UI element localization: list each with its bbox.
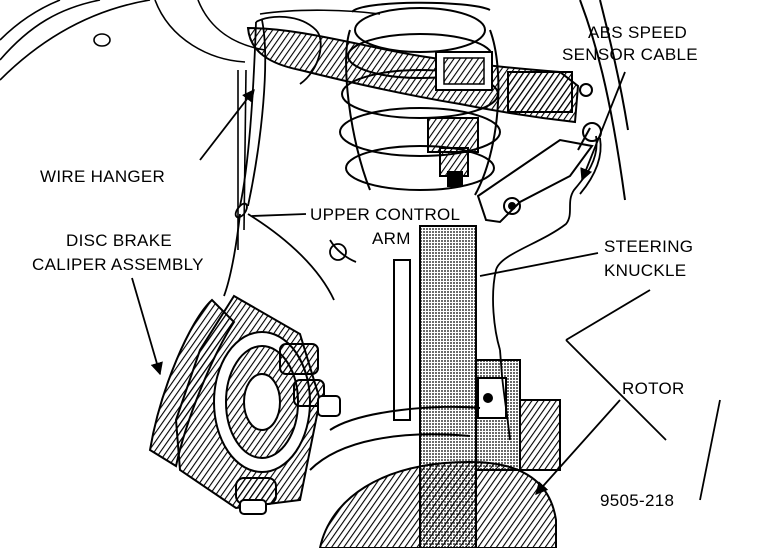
label-uca-line2: ARM	[372, 229, 411, 248]
wire-hanger-leader	[199, 89, 255, 161]
wire-hanger	[223, 15, 335, 301]
label-disc-brake-caliper-assembly: DISC BRAKE CALIPER ASSEMBLY	[32, 231, 204, 274]
figure-number: 9505-218	[600, 491, 674, 510]
rotor-leader	[535, 399, 621, 495]
upper-control-arm	[246, 26, 593, 124]
caliper-leader	[131, 277, 163, 376]
label-caliper-line1: DISC BRAKE	[66, 231, 172, 250]
abs-cable-leader	[580, 71, 626, 182]
label-upper-control-arm: UPPER CONTROL ARM	[310, 205, 460, 248]
disc-brake-caliper	[148, 294, 341, 515]
steering-knuckle-leader	[479, 252, 599, 277]
label-wire-hanger: WIRE HANGER	[40, 167, 165, 186]
label-abs-line2: SENSOR CABLE	[562, 45, 698, 64]
label-abs-line1: ABS SPEED	[588, 23, 687, 42]
leader-lines	[131, 71, 721, 501]
ball-joint	[427, 117, 479, 187]
label-steering-knuckle: STEERING KNUCKLE	[604, 237, 693, 280]
label-rotor: ROTOR	[622, 379, 685, 398]
label-knuckle-line1: STEERING	[604, 237, 693, 256]
rotor	[309, 399, 561, 548]
upper-arm-leader	[251, 213, 307, 217]
label-abs-speed-sensor-cable: ABS SPEED SENSOR CABLE	[562, 23, 698, 64]
label-uca-line1: UPPER CONTROL	[310, 205, 460, 224]
label-caliper-line2: CALIPER ASSEMBLY	[32, 255, 204, 274]
sensor-bracket	[476, 122, 602, 224]
label-knuckle-line2: KNUCKLE	[604, 261, 686, 280]
